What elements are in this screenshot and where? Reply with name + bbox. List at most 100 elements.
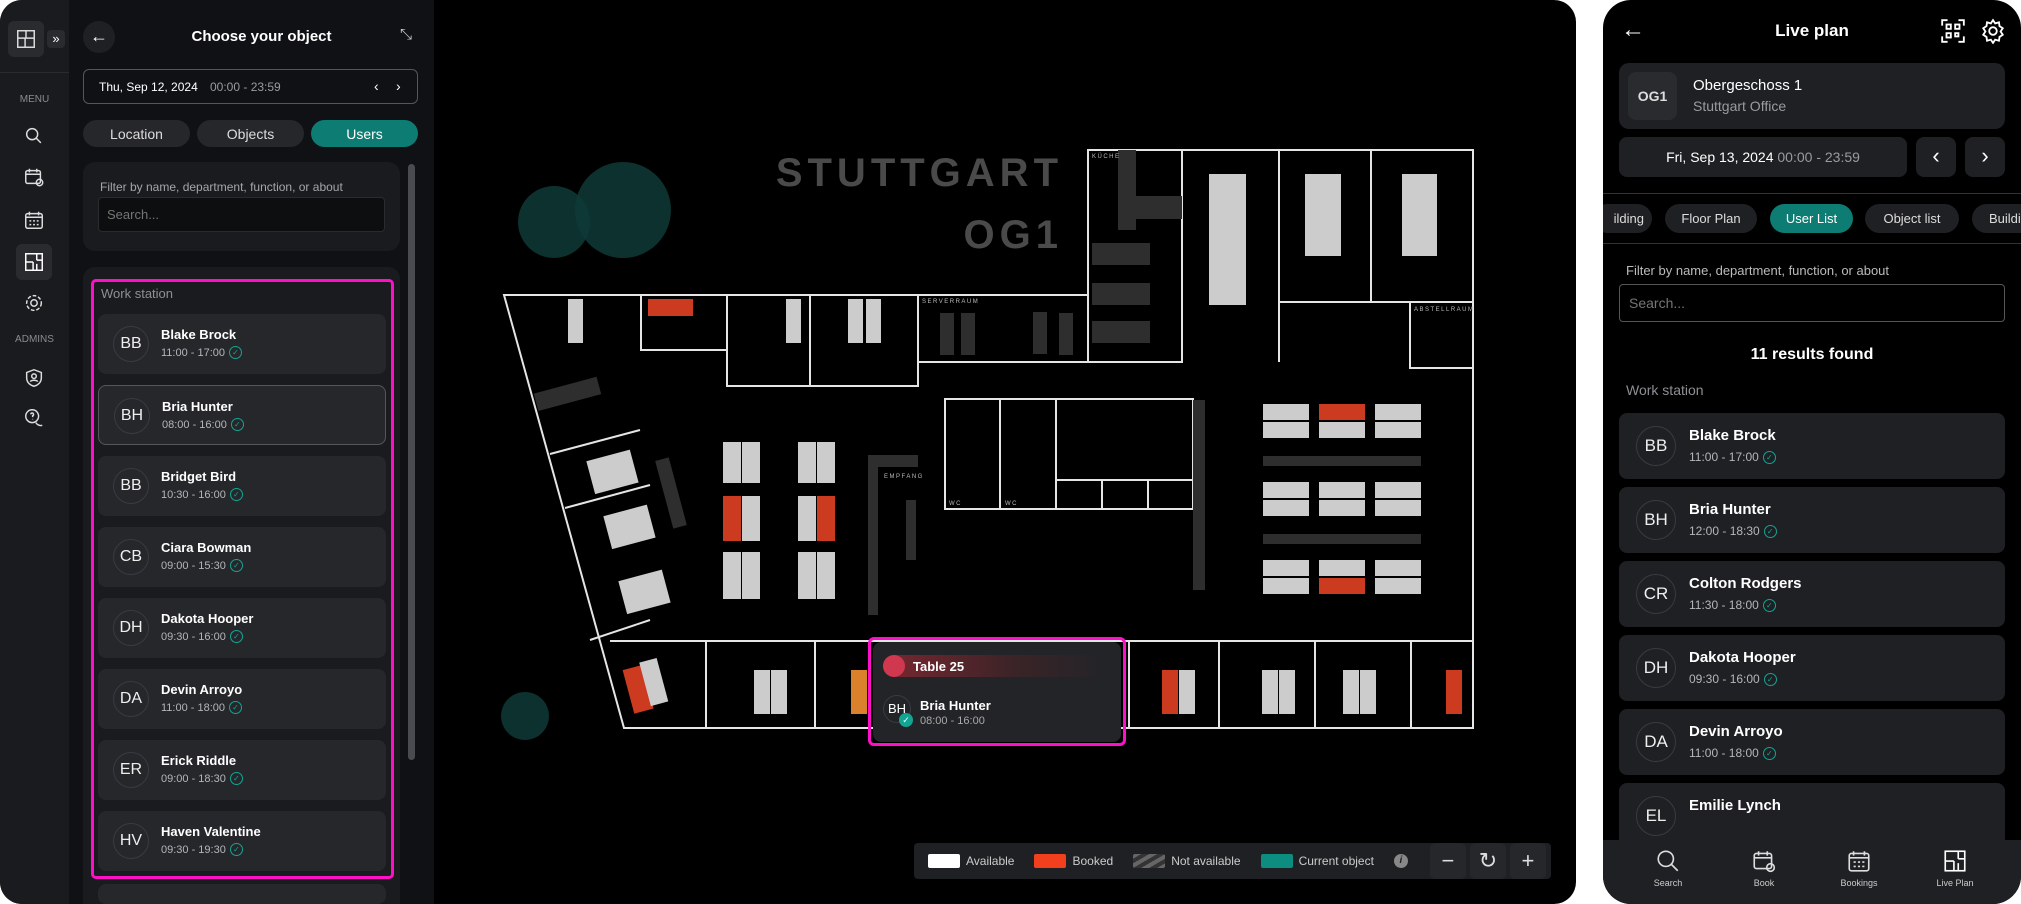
tab-users[interactable]: Users <box>311 120 418 147</box>
floor-card[interactable]: OG1 Obergeschoss 1 Stuttgart Office <box>1619 63 2005 129</box>
booking-time: 11:30 - 18:00✓ <box>1689 598 1776 612</box>
time-text: 11:00 - 18:00 <box>161 701 226 714</box>
next-day-button[interactable]: › <box>1965 137 2005 177</box>
logo-floorplan-icon[interactable] <box>8 21 44 57</box>
back-arrow-icon[interactable]: ← <box>83 21 115 53</box>
desks[interactable] <box>568 174 1462 714</box>
user-list-item[interactable]: DA Devin Arroyo 11:00 - 18:00✓ <box>98 669 386 729</box>
list-item-partial[interactable] <box>98 884 386 904</box>
chip-building-2[interactable]: Buildi <box>1972 204 2021 233</box>
chip-user-list[interactable]: User List <box>1770 204 1853 233</box>
next-day-button[interactable]: › <box>396 78 401 94</box>
qr-scan-icon[interactable] <box>1940 18 1966 44</box>
user-list-item[interactable]: BH Bria Hunter 12:00 - 18:30✓ <box>1619 487 2005 553</box>
book-calendar-icon[interactable] <box>16 159 52 195</box>
time-text: 11:00 - 17:00 <box>161 346 226 359</box>
user-list-item[interactable]: HV Haven Valentine 09:30 - 19:30✓ <box>98 811 386 871</box>
legend-not-available: Not available <box>1133 854 1241 868</box>
conference-table <box>1209 174 1246 305</box>
user-name: Haven Valentine <box>161 824 261 839</box>
chip-floor-plan[interactable]: Floor Plan <box>1665 204 1757 233</box>
nav-label: Search <box>1653 878 1683 888</box>
table-tooltip: Table 25 BH ✓ Bria Hunter 08:00 - 16:00 <box>873 642 1121 742</box>
desk-available <box>786 299 801 343</box>
user-list-item[interactable]: DA Devin Arroyo 11:00 - 18:00✓ <box>1619 709 2005 775</box>
user-list-item[interactable]: DH Dakota Hooper 09:30 - 16:00✓ <box>98 598 386 658</box>
avatar: BB <box>113 468 149 504</box>
chip-object-list[interactable]: Object list <box>1865 204 1959 233</box>
desktop-app: » MENU ADMINS ← Choose your object ⤡ Thu… <box>0 0 1576 904</box>
nav-bookings[interactable]: Bookings <box>1819 848 1899 888</box>
tab-location[interactable]: Location <box>83 120 190 147</box>
map-title: STUTTGART <box>776 151 1063 195</box>
user-list-item[interactable]: ER Erick Riddle 09:00 - 18:30✓ <box>98 740 386 800</box>
chip-building[interactable]: ilding <box>1603 204 1652 233</box>
tooltip-header: Table 25 <box>883 655 1103 677</box>
panel-title: Choose your object <box>191 28 332 45</box>
desk-available <box>568 299 583 343</box>
user-list-item[interactable]: BB Bridget Bird 10:30 - 16:00✓ <box>98 456 386 516</box>
filter-label: Filter by name, department, function, or… <box>100 180 343 194</box>
search-input[interactable] <box>98 197 385 232</box>
tooltip-table-name: Table 25 <box>913 659 965 674</box>
legend-label: Current object <box>1298 854 1374 868</box>
collapse-icon[interactable]: ⤡ <box>400 26 413 43</box>
zoom-out-button[interactable]: − <box>1429 843 1466 879</box>
menu-label: MENU <box>19 94 50 105</box>
user-name: Bria Hunter <box>162 399 233 414</box>
decor-circle <box>575 162 671 258</box>
conference-table <box>1402 174 1437 256</box>
search-input[interactable] <box>1619 284 2005 322</box>
nav-live-plan[interactable]: Live Plan <box>1915 848 1995 888</box>
search-icon[interactable] <box>16 118 52 154</box>
bookings-calendar-icon[interactable] <box>16 202 52 238</box>
booking-time: 10:30 - 16:00✓ <box>161 488 243 501</box>
scrollbar[interactable] <box>408 164 415 760</box>
check-circle-icon: ✓ <box>1763 672 1777 686</box>
user-list-item[interactable]: CB Ciara Bowman 09:00 - 15:30✓ <box>98 527 386 587</box>
date-picker[interactable]: Fri, Sep 13, 2024 00:00 - 23:59 <box>1619 137 1907 177</box>
legend-label: Booked <box>1072 854 1114 868</box>
legend-swatch <box>1034 854 1067 868</box>
prev-day-button[interactable]: ‹ <box>1916 137 1956 177</box>
user-name: Bria Hunter <box>1689 501 1771 518</box>
nav-search[interactable]: Search <box>1628 848 1708 888</box>
user-list-item[interactable]: CR Colton Rodgers 11:30 - 18:00✓ <box>1619 561 2005 627</box>
time-range: 00:00 - 23:59 <box>1777 149 1860 165</box>
room-label-kitchen: KÜCHE <box>1092 153 1121 160</box>
expand-chevrons-icon[interactable]: » <box>47 30 65 48</box>
conference-table <box>1305 174 1341 256</box>
user-list-item[interactable]: BH Bria Hunter 08:00 - 16:00✓ <box>98 385 386 445</box>
user-list-item[interactable]: BB Blake Brock 11:00 - 17:00✓ <box>1619 413 2005 479</box>
date-picker[interactable]: Thu, Sep 12, 2024 00:00 - 23:59 ‹ › <box>83 69 418 104</box>
settings-gear-icon[interactable] <box>16 285 52 321</box>
nav-book[interactable]: Book <box>1724 848 1804 888</box>
time-range: 00:00 - 23:59 <box>210 80 281 94</box>
user-list-item[interactable]: EL Emilie Lynch <box>1619 783 2005 849</box>
booked-status-dot <box>883 655 905 677</box>
user-list-item[interactable]: DH Dakota Hooper 09:30 - 16:00✓ <box>1619 635 2005 701</box>
booking-time: 11:00 - 18:00✓ <box>1689 746 1776 760</box>
settings-gear-icon[interactable] <box>1980 18 2006 44</box>
booking-time: 11:00 - 17:00✓ <box>1689 450 1776 464</box>
admin-shield-icon[interactable] <box>16 360 52 396</box>
back-arrow-icon[interactable]: ← <box>1621 16 1645 43</box>
help-chat-icon[interactable] <box>16 400 52 436</box>
legend-swatch <box>928 854 960 868</box>
tab-objects[interactable]: Objects <box>197 120 304 147</box>
info-icon[interactable]: i <box>1393 854 1408 868</box>
check-circle-icon: ✓ <box>229 488 243 501</box>
results-count: 11 results found <box>1750 346 1874 363</box>
date-text: Fri, Sep 13, 2024 <box>1666 149 1774 165</box>
prev-day-button[interactable]: ‹ <box>374 78 379 94</box>
live-plan-icon[interactable] <box>16 244 52 280</box>
book-calendar-icon <box>1753 851 1776 873</box>
zoom-in-button[interactable]: + <box>1509 843 1546 879</box>
avatar: BB <box>113 326 149 362</box>
time-text: 08:00 - 16:00 <box>162 418 227 431</box>
divider <box>0 72 69 73</box>
reset-zoom-button[interactable]: ↻ <box>1469 843 1506 879</box>
time-text: 11:30 - 18:00 <box>1689 598 1759 612</box>
avatar: BB <box>1636 426 1676 466</box>
user-list-item[interactable]: BB Blake Brock 11:00 - 17:00✓ <box>98 314 386 374</box>
